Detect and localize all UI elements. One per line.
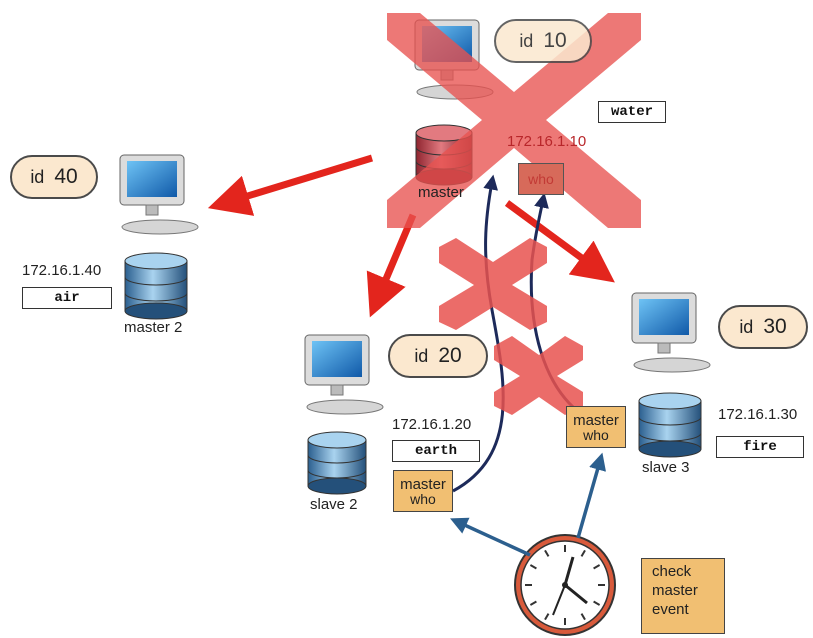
slave3-ip: 172.16.1.30 — [718, 406, 798, 423]
slave2-id-pill: id 20 — [388, 334, 488, 378]
slave3-hostname: fire — [716, 436, 804, 458]
slave2-box-line1: master — [400, 475, 446, 493]
master-cross-mark-icon — [387, 13, 641, 228]
slave2-id-label: id — [414, 345, 429, 366]
event-line1: check — [652, 563, 692, 580]
master-ip: 172.16.1.10 — [507, 133, 587, 150]
master-who-label: who — [528, 171, 554, 187]
slave3-box-line2: who — [583, 426, 609, 443]
master2-name: master 2 — [124, 319, 183, 336]
arrow-clock-to-slave3 — [576, 452, 607, 539]
curve-slave2-to-master — [452, 174, 505, 493]
master2-ip: 172.16.1.40 — [22, 262, 102, 279]
slave3-id-value: 30 — [763, 315, 787, 338]
master2-id-label: id — [30, 166, 45, 187]
arrow-master-to-slave3 — [504, 200, 615, 283]
clock-icon — [514, 534, 616, 636]
master2-id-pill: id 40 — [10, 155, 98, 199]
slave3-id-pill: id 30 — [718, 305, 808, 349]
slave2-hostname: earth — [392, 440, 480, 462]
master2-computer-icon — [119, 154, 199, 235]
slave2-ip: 172.16.1.20 — [392, 416, 472, 433]
master2-hostname: air — [22, 287, 112, 309]
slave2-database-icon — [307, 431, 367, 495]
master-id-pill: id 10 — [494, 19, 592, 63]
slave3-master-who-box: master who — [566, 406, 626, 448]
event-line2: master — [652, 581, 698, 599]
slave3-computer-icon — [631, 292, 711, 373]
arrow-master-to-master2 — [207, 154, 374, 216]
master2-id-value: 40 — [54, 165, 78, 188]
slave3-name: slave 3 — [642, 459, 690, 476]
master-id-value: 10 — [543, 29, 567, 52]
master-id-label: id — [519, 30, 534, 51]
slave3-id-label: id — [739, 316, 754, 337]
slave2-name: slave 2 — [310, 496, 358, 513]
slave2-computer-icon — [304, 334, 384, 415]
master2-database-icon — [124, 252, 188, 320]
master-name: master — [418, 184, 464, 201]
master-who-box: who — [518, 163, 564, 195]
slave2-id-value: 20 — [438, 344, 462, 367]
slave3-box-line1: master — [573, 411, 619, 429]
slave3-database-icon — [638, 392, 702, 458]
event-line3: event — [652, 600, 689, 618]
arrow-clock-to-slave2 — [450, 517, 531, 557]
slave2-master-who-box: master who — [393, 470, 453, 512]
slave2-box-line2: who — [410, 490, 436, 507]
check-master-event-box: check master event — [641, 558, 725, 634]
cross-mark-icon-lower — [494, 336, 583, 415]
master-hostname: water — [598, 101, 666, 123]
cross-mark-icon-upper — [439, 238, 547, 330]
arrow-master-to-slave2 — [366, 213, 417, 318]
